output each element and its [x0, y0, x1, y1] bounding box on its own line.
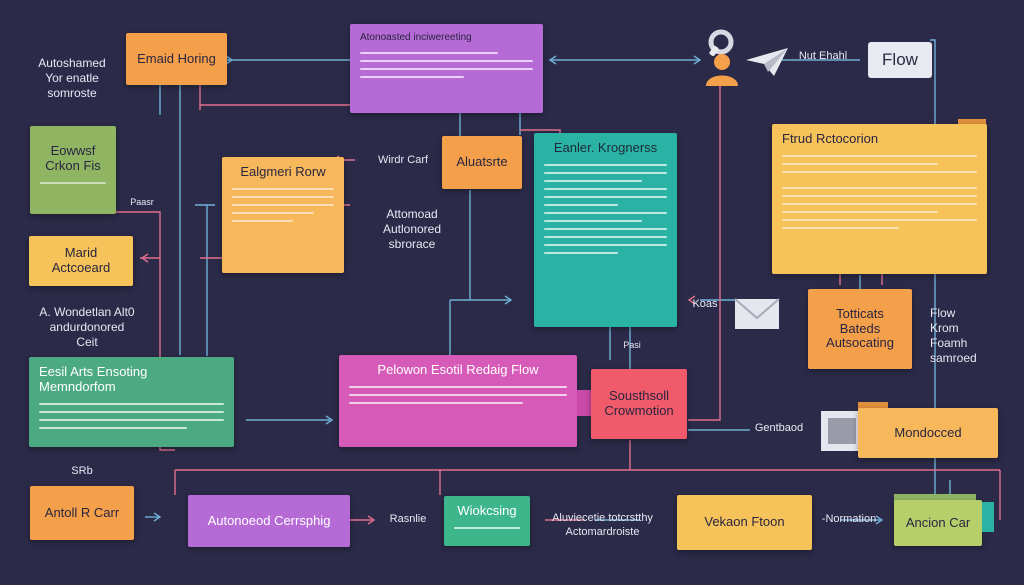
- node-events[interactable]: Eowwsf Crkon Fis: [30, 126, 116, 214]
- wire: [105, 211, 175, 451]
- arrowhead: [687, 295, 696, 305]
- arrowhead: [225, 55, 234, 65]
- label-automoad: Attomoad Autlonored sbrorace: [382, 207, 442, 251]
- wire: [199, 85, 350, 106]
- node-antoll[interactable]: Antoll R Carr: [30, 486, 134, 540]
- flow-badge: Flow: [868, 42, 932, 78]
- node-eanler[interactable]: Eanler. Krognerss: [534, 133, 677, 327]
- node-title: Wiokcsing: [457, 503, 517, 518]
- node-title: Eowwsf Crkon Fis: [45, 143, 101, 173]
- node-title: Ealgmeri Rorw: [240, 164, 326, 179]
- node-title: Eesil Arts Ensoting Memndorfom: [39, 364, 148, 394]
- arrowhead: [548, 55, 557, 65]
- node-marid[interactable]: Marid Actcoeard: [29, 236, 133, 286]
- node-email-arts[interactable]: Eesil Arts Ensoting Memndorfom: [29, 357, 234, 447]
- node-eslgmet[interactable]: Ealgmeri Rorw: [222, 157, 344, 273]
- node-text-lines: [782, 154, 977, 229]
- node-title: Marid Actcoeard: [51, 245, 111, 275]
- node-sousthsoll[interactable]: Sousthsoll Crowmotion: [591, 369, 687, 439]
- node-title: Eanler. Krognerss: [553, 140, 658, 155]
- label-flow-stack: Flow Krom Foamh samroed: [930, 306, 977, 365]
- node-pelowen[interactable]: Pelowon Esotil Redaig Flow: [339, 355, 577, 447]
- label-nut-ehahl: Nut Ehahl: [798, 50, 848, 62]
- node-text-lines: [349, 385, 567, 404]
- label-koas: Koas: [692, 298, 718, 310]
- node-vekion[interactable]: Vekaon Ftoon: [677, 495, 812, 550]
- label-rasnlie: Rasnlie: [389, 513, 427, 525]
- node-title: Aluatsrte: [456, 154, 508, 170]
- node-center-top[interactable]: Atonoasted inciwereeting: [350, 24, 543, 113]
- arrowhead: [367, 515, 376, 525]
- label-gentbaod: Gentbaod: [754, 422, 804, 434]
- label-normation: -Normation: [821, 513, 877, 525]
- node-alutdsie[interactable]: Aluatsrte: [442, 136, 522, 189]
- wire: [930, 39, 936, 520]
- node-title: Mondocced: [894, 424, 962, 440]
- arrowhead: [693, 55, 702, 65]
- person-icon: [706, 54, 738, 86]
- node-wiokcsing[interactable]: Wiokcsing: [444, 496, 530, 546]
- arrowhead: [153, 512, 162, 522]
- node-text-lines: [40, 181, 106, 184]
- node-title: Pelowon Esotil Redaig Flow: [377, 362, 539, 377]
- node-email-routing[interactable]: Emaid Horing: [126, 33, 227, 85]
- node-title: Emaid Horing: [137, 50, 216, 66]
- node-tab: [958, 119, 986, 127]
- paper-plane-icon: [746, 48, 788, 76]
- node-title: Totticats Bateds Autsocating: [826, 305, 894, 351]
- node-title: Atonoasted inciwereeting: [360, 32, 472, 43]
- label-paasr: Paasr: [130, 197, 154, 207]
- label-wonderlan: A. Wondetlan Alt0 andurdonored Ceit: [39, 305, 135, 349]
- label-srb: SRb: [71, 465, 93, 477]
- node-text-lines: [232, 187, 334, 222]
- node-tab: [577, 390, 591, 416]
- label-paisi: Pasi: [623, 340, 641, 350]
- node-text-lines: [454, 526, 520, 529]
- node-monlocced[interactable]: Mondocced: [858, 408, 998, 458]
- node-autonoed[interactable]: Autonoeod Cerrsphig: [188, 495, 350, 547]
- search-icon: [708, 29, 734, 57]
- node-ancion[interactable]: Ancion Car: [894, 500, 982, 546]
- arrowhead: [140, 253, 149, 263]
- arrowhead: [504, 295, 513, 305]
- envelope-icon: [734, 298, 780, 329]
- label-wirdr-carf: Wirdr Carf: [377, 154, 429, 166]
- label-top-left: Autoshamed Yor enatle somroste: [38, 56, 106, 100]
- node-tab: [894, 494, 976, 502]
- wire: [688, 85, 721, 421]
- arrowhead: [325, 415, 334, 425]
- node-title: Antoll R Carr: [44, 504, 120, 520]
- node-title: Sousthsoll Crowmotion: [604, 388, 674, 418]
- arrowhead: [875, 515, 884, 525]
- node-title: Vekaon Ftoon: [704, 514, 785, 530]
- node-right-panel[interactable]: Ftrud Rctocorion: [772, 124, 987, 274]
- node-text-lines: [360, 51, 533, 78]
- node-title: Ftrud Rctocorion: [782, 131, 879, 146]
- node-title: Autonoeod Cerrsphig: [207, 512, 331, 528]
- node-text-lines: [39, 402, 224, 429]
- folder-icon: [821, 411, 863, 451]
- label-autvece: Aluviecetie totcrstthy Actomardroiste: [552, 512, 653, 538]
- node-totticats[interactable]: Totticats Bateds Autsocating: [808, 289, 912, 369]
- node-title: Ancion Car: [905, 514, 971, 530]
- node-tab: [858, 402, 888, 412]
- node-tab: [982, 502, 994, 532]
- node-text-lines: [544, 163, 667, 254]
